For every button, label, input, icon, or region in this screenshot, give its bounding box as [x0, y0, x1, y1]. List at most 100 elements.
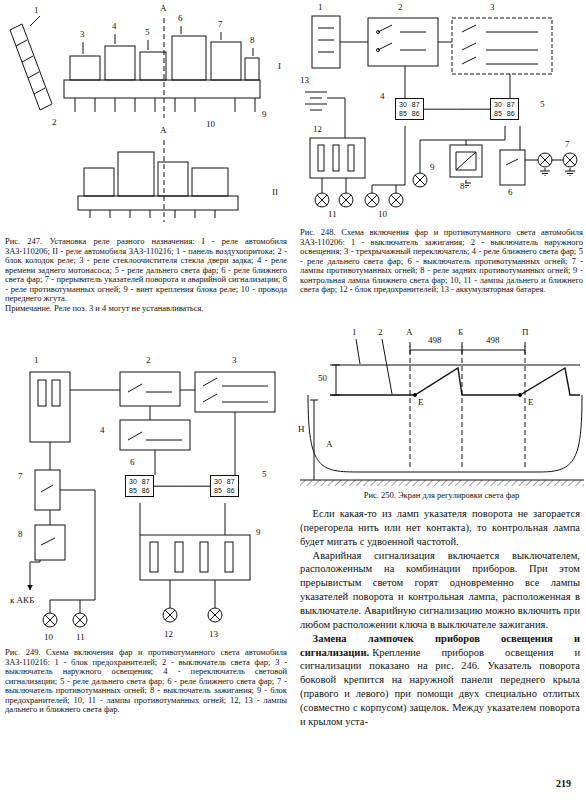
callout-label: 13: [300, 76, 309, 86]
relay-installation-drawing: [10, 24, 52, 110]
scheme-110206: [462, 25, 538, 64]
relay-installation-drawing: [84, 168, 114, 196]
scheme-110206: [318, 28, 334, 52]
scheme-110206: [389, 193, 403, 207]
relay-installation-drawing: [75, 98, 255, 112]
scheme-110216: [120, 420, 190, 450]
scheme-110206: [312, 16, 340, 68]
relay-installation-drawing: [172, 36, 206, 80]
scheme-110206: [456, 152, 476, 170]
callout-label: 4: [380, 92, 385, 102]
callout-label: 5: [540, 100, 545, 110]
scheme-110216: [43, 613, 57, 627]
paragraph: Если какая-то из ламп указателя поворота…: [300, 507, 580, 549]
text-block: Рис. 250. Экран для регулировки света фа…: [300, 491, 583, 501]
scheme-110206: [333, 145, 339, 171]
callout-label: 4: [112, 22, 117, 32]
callout-label: 3: [232, 356, 237, 366]
headlight-screen: [300, 480, 584, 486]
scheme-110206: [372, 126, 405, 193]
callout-label: 11: [76, 633, 85, 643]
scheme-110206: [378, 25, 426, 50]
relay-installation-drawing: [140, 52, 166, 80]
scheme-110216: [170, 580, 215, 608]
body-paragraph: Крепление приборов освещения и сигнализа…: [300, 647, 580, 727]
figure-caption: Рис. 247. Установка реле разного назначе…: [5, 236, 287, 303]
scheme-110216: [175, 542, 183, 572]
text-block: Рис. 248. Схема включения фар и противот…: [300, 228, 583, 295]
pin-number: 30: [399, 101, 407, 109]
callout-label: 6: [508, 188, 513, 198]
scheme-110216: [128, 384, 172, 392]
callout-label: 5: [145, 28, 150, 38]
text-block: Рис. 247. Установка реле разного назначе…: [5, 237, 287, 313]
scheme-110206: [506, 159, 518, 165]
relay-box: 30878586: [490, 98, 519, 120]
scheme-110206: [565, 168, 575, 176]
scheme-110206: [377, 31, 380, 34]
callout-label: 1: [34, 6, 39, 16]
callout-label: 498: [428, 336, 442, 346]
callout-label: А: [160, 126, 167, 136]
callout-label: 2: [378, 328, 383, 338]
callout-label: 2: [52, 118, 57, 128]
callout-label: Е: [528, 398, 534, 408]
relay-installation-drawing: [16, 40, 45, 94]
scheme-110216: [70, 390, 235, 475]
figure-caption: Рис. 250. Экран для регулировки света фа…: [364, 490, 520, 500]
headlight-screen: [410, 342, 525, 470]
relay-installation-drawing: [78, 196, 238, 210]
pin-number: 87: [142, 478, 150, 486]
callout-label: 50: [318, 374, 327, 384]
callout-label: 8: [18, 530, 23, 540]
callout-label: А: [406, 328, 413, 338]
scheme-110216: [225, 542, 233, 572]
caption-note: Примечание. Реле поз. 3 и 4 могут не уст…: [5, 303, 204, 313]
scheme-110216: [35, 470, 60, 510]
relay-installation-drawing: [211, 42, 241, 80]
scheme-110206: [420, 126, 505, 173]
callout-label: I: [278, 62, 281, 72]
relay-installation-drawing: [10, 16, 260, 222]
scheme-110206: [315, 193, 329, 207]
scheme-110206: [500, 150, 525, 185]
relay-installation-drawing: [105, 46, 135, 80]
pin-number: 85: [214, 487, 222, 495]
headlight-screen: [356, 339, 392, 394]
page-number: 219: [556, 778, 571, 789]
callout-label: 7: [18, 472, 23, 482]
headlight-screen: [332, 365, 340, 395]
callout-label: 2: [146, 356, 151, 366]
scheme-110206: [377, 49, 380, 52]
callout-label: Е: [418, 398, 424, 408]
headlight-screen: [518, 393, 521, 396]
scheme-110216: [163, 608, 177, 622]
relay-installation-drawing: [90, 210, 215, 218]
callout-label: 10: [44, 633, 53, 643]
callout-label: 1: [34, 356, 39, 366]
pin-number: 30: [214, 478, 222, 486]
pin-number: 86: [412, 110, 420, 118]
scheme-110216: [50, 490, 95, 613]
scheme-110216: [203, 378, 268, 402]
callout-label: А: [160, 4, 167, 14]
scheme-110206: [305, 16, 577, 207]
scheme-110216: [30, 560, 40, 562]
callout-label: Б: [458, 328, 463, 338]
relay-installation-drawing: [245, 58, 259, 80]
pin-number: 85: [129, 487, 137, 495]
callout-label: 7: [218, 20, 223, 30]
relay-installation-drawing: [118, 152, 154, 196]
pin-number: 86: [142, 487, 150, 495]
callout-label: П: [522, 328, 529, 338]
callout-label: 1: [318, 3, 323, 13]
wire-connector: [424, 109, 490, 110]
figure-caption: Рис. 248. Схема включения фар и противот…: [300, 227, 583, 294]
scheme-110206: [452, 18, 552, 74]
headlight-screen: [410, 346, 525, 354]
callout-label: 7: [565, 140, 570, 150]
callout-label: 13: [209, 630, 218, 640]
scheme-110206: [340, 42, 510, 98]
scheme-110216: [52, 380, 60, 406]
